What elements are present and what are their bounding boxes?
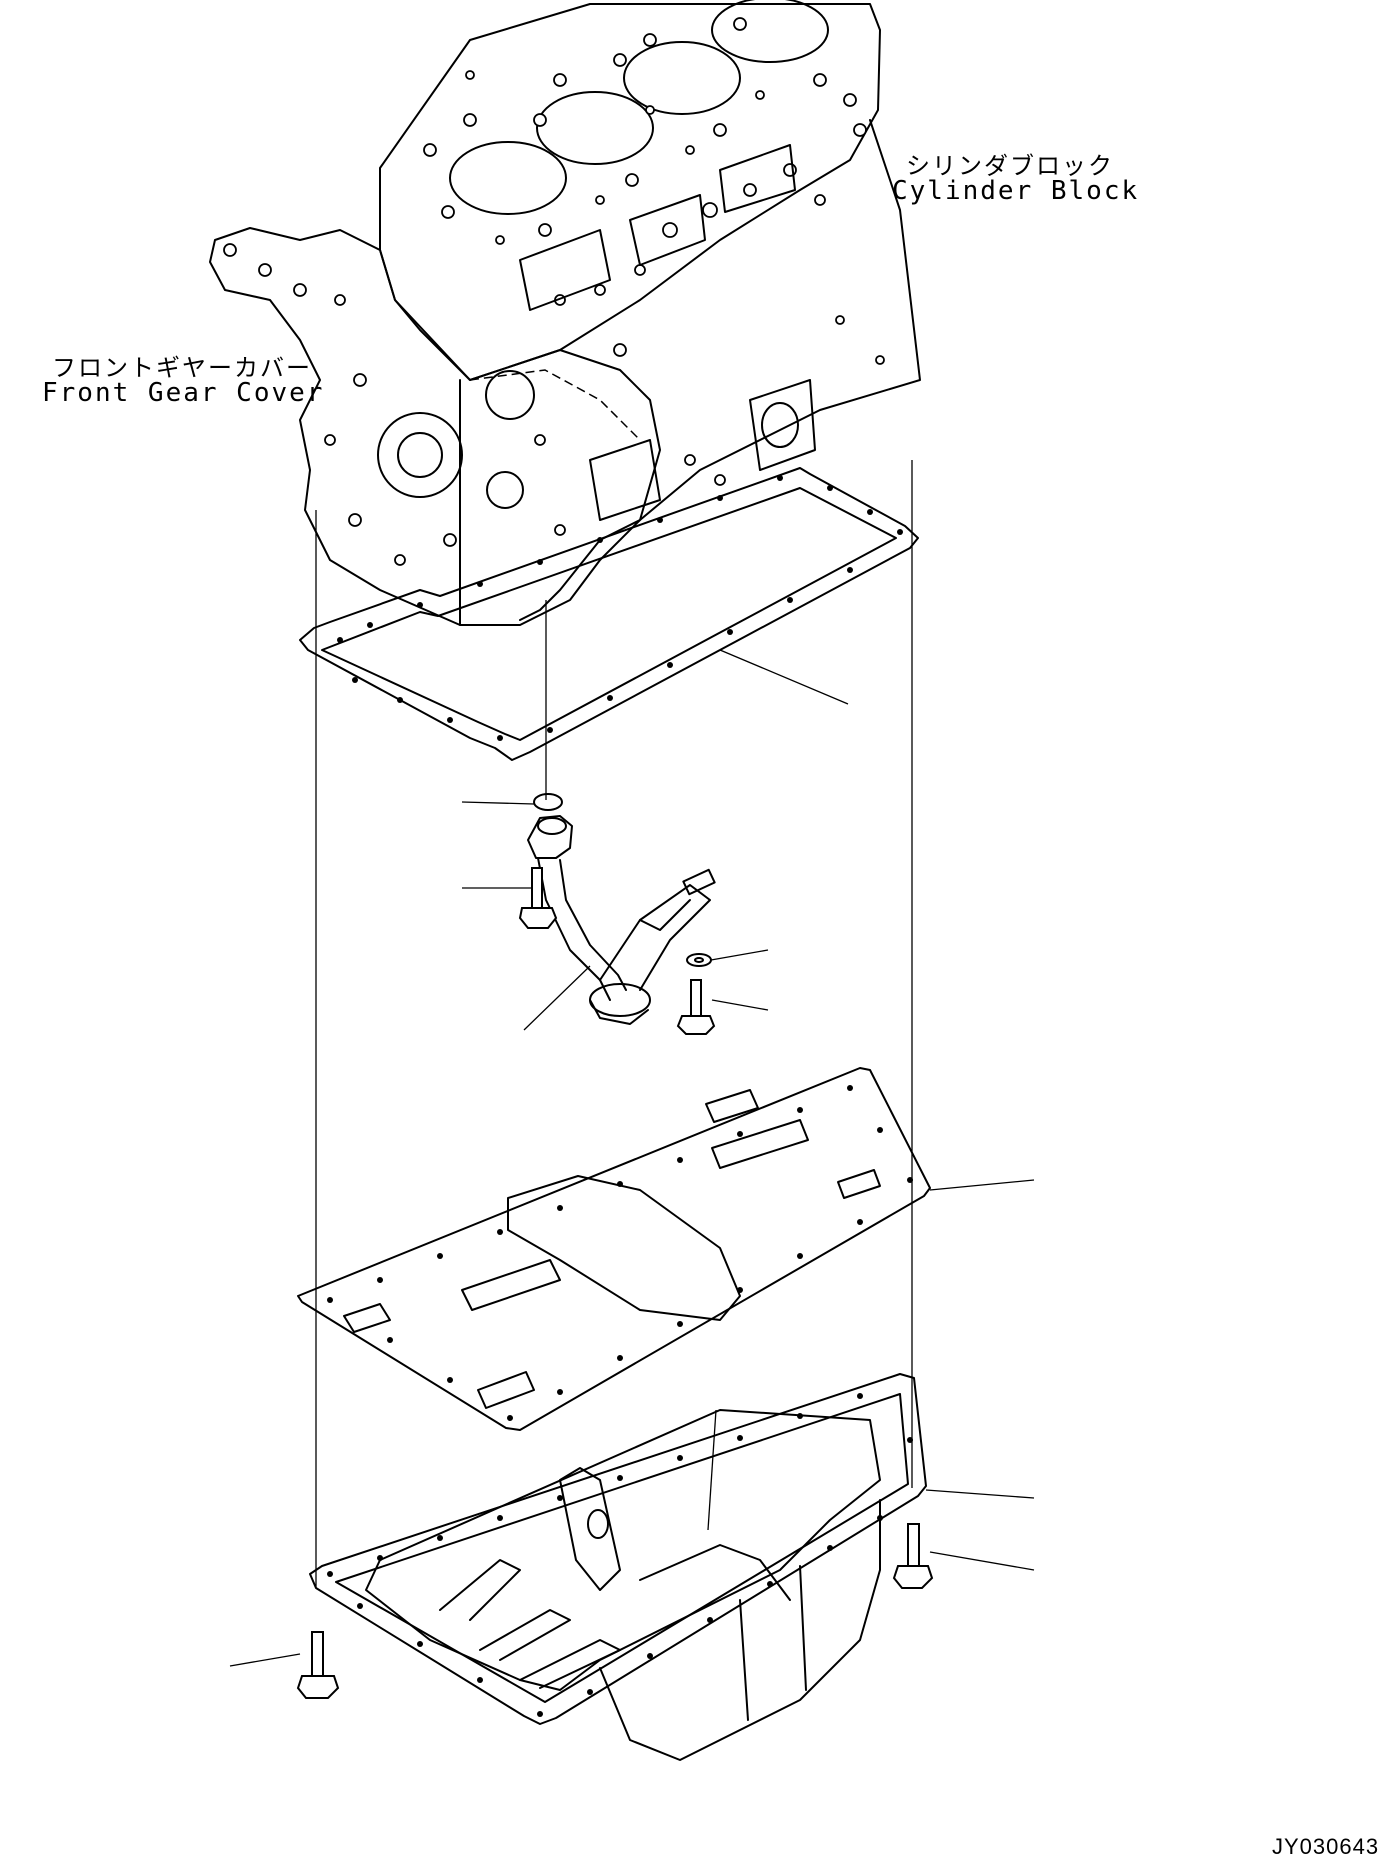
cylinder-block-label-jp: シリンダブロック <box>906 152 1114 180</box>
oil-pan <box>309 1373 927 1761</box>
front-gear-cover-label-jp: フロントギヤーカバー <box>52 354 312 382</box>
alignment-lines <box>315 460 913 1588</box>
front-gear-cover-label-en: Front Gear Cover <box>42 378 325 408</box>
strainer-bolt-right <box>676 979 716 1035</box>
pan-bolt-left <box>296 1631 340 1699</box>
lower-gasket-plate <box>297 1067 931 1431</box>
strainer-washer <box>686 953 712 967</box>
upper-gasket <box>299 467 919 761</box>
leader-lines <box>229 649 1035 1667</box>
drawing-code: JY030643 <box>1272 1834 1380 1859</box>
cylinder-block-label-en: Cylinder Block <box>892 176 1140 206</box>
oil-strainer-pipe <box>527 815 716 1025</box>
o-ring <box>533 793 563 811</box>
strainer-bolt-left <box>518 867 558 929</box>
cylinder-block-drawing <box>209 0 921 626</box>
pan-bolt-right <box>892 1523 934 1589</box>
